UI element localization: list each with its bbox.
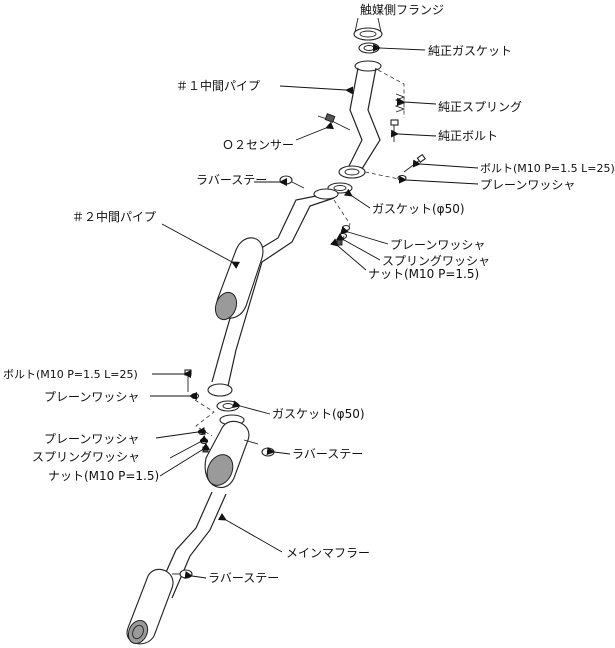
exhaust-parts-diagram bbox=[126, 17, 479, 645]
rubber-stay-lower-part bbox=[172, 569, 193, 579]
label-bolt-lower: ボルト(M10 P=1.5 L=25) bbox=[3, 368, 138, 381]
label-mid-pipe-2: ＃２中間パイプ bbox=[72, 210, 157, 224]
rubber-stay-upper-part bbox=[279, 175, 305, 189]
label-catalyst-flange: 触媒側フランジ bbox=[360, 3, 445, 17]
genuine-spring-part bbox=[394, 93, 406, 113]
label-genuine-bolt: 純正ボルト bbox=[438, 129, 499, 143]
main-muffler-part bbox=[126, 414, 259, 645]
gasket-lower-part bbox=[216, 400, 240, 412]
label-spring-washer-mid: スプリングワッシャ bbox=[382, 254, 491, 268]
label-genuine-gasket: 純正ガスケット bbox=[428, 44, 513, 58]
upper-bolt-part bbox=[403, 153, 426, 173]
label-plain-washer-upper: プレーンワッシャ bbox=[480, 178, 576, 192]
genuine-bolt-part bbox=[390, 119, 399, 142]
label-gasket-upper: ガスケット(φ50) bbox=[372, 202, 465, 216]
label-plain-washer-lower: プレーンワッシャ bbox=[44, 432, 140, 446]
mid-pipe-1-part bbox=[338, 60, 382, 179]
mid-pipe-2-part bbox=[207, 188, 339, 397]
label-o2-sensor: Ｏ２センサー bbox=[222, 138, 295, 152]
label-genuine-spring: 純正スプリング bbox=[438, 100, 523, 114]
genuine-gasket-part bbox=[358, 42, 380, 54]
lower-bolt-part bbox=[184, 369, 192, 392]
leader-lines bbox=[150, 43, 479, 579]
label-gasket-lower: ガスケット(φ50) bbox=[272, 407, 365, 421]
label-mid-pipe-1: ＃１中間パイプ bbox=[176, 79, 261, 93]
label-spring-washer-lower: スプリングワッシャ bbox=[32, 450, 141, 464]
label-rubber-stay-mid: ラバーステー bbox=[292, 447, 364, 461]
label-main-muffler: メインマフラー bbox=[286, 546, 371, 560]
catalyst-flange-part bbox=[353, 17, 383, 41]
rubber-stay-mid-part bbox=[261, 447, 275, 457]
label-nut-lower: ナット(M10 P=1.5) bbox=[48, 469, 160, 483]
o2-sensor-part bbox=[317, 113, 351, 131]
label-nut-mid: ナット(M10 P=1.5) bbox=[368, 267, 480, 281]
label-rubber-stay-lower: ラバーステー bbox=[208, 571, 280, 585]
label-bolt-upper: ボルト(M10 P=1.5 L=25) bbox=[480, 162, 615, 175]
label-plain-washer-mid: プレーンワッシャ bbox=[390, 238, 486, 252]
label-plain-washer-lower-left: プレーンワッシャ bbox=[44, 390, 140, 404]
plain-washer-lower-left-part bbox=[190, 392, 200, 400]
label-rubber-stay-upper: ラバーステー bbox=[196, 173, 268, 187]
